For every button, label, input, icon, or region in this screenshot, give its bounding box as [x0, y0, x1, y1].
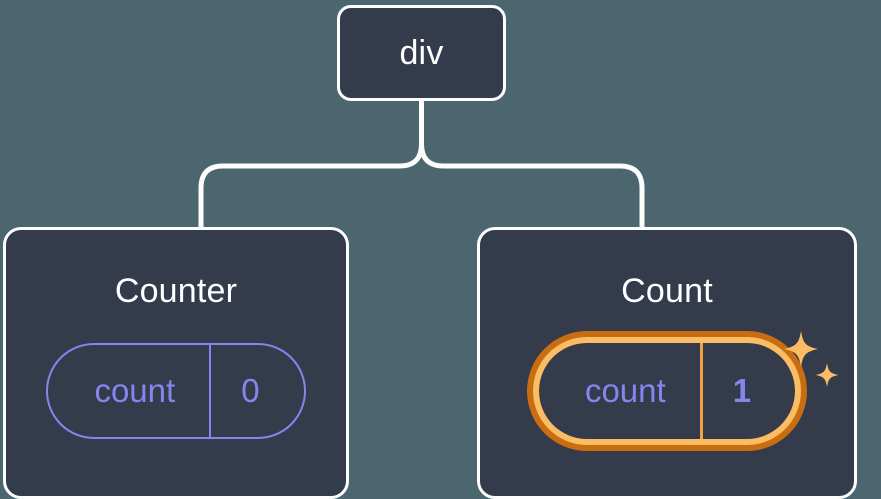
signal-name-text: count: [94, 372, 176, 409]
signal-pill-counter-value: 0: [209, 345, 303, 437]
node-counter-content: Counter count 0: [6, 230, 346, 496]
connector-path-root-to-children: [198, 98, 424, 230]
node-root[interactable]: div: [337, 5, 506, 101]
signal-pill-count-wrap: count 1: [539, 331, 839, 439]
signal-pill-counter-name: count: [48, 345, 209, 437]
signal-value-text: 1: [732, 372, 752, 409]
signal-pill-counter-wrap: count 0: [46, 343, 306, 439]
signal-pill-count-value: 1: [699, 343, 795, 439]
node-counter-title: Counter: [114, 272, 238, 310]
signal-pill-counter[interactable]: count 0: [46, 343, 306, 439]
node-root-label: div: [399, 33, 444, 72]
signal-pill-count[interactable]: count 1: [539, 343, 795, 439]
signal-pill-count-name: count: [539, 343, 700, 439]
node-count-content: Count count 1: [480, 230, 854, 496]
node-count-title: Count: [621, 272, 713, 310]
signal-name-text: count: [584, 372, 666, 409]
sparkle-small-icon: [815, 363, 839, 387]
signal-value-text: 0: [241, 372, 260, 409]
node-counter[interactable]: Counter count 0: [3, 227, 349, 499]
connector-path-root-to-right: [419, 98, 645, 230]
node-count[interactable]: Count count 1: [477, 227, 857, 499]
